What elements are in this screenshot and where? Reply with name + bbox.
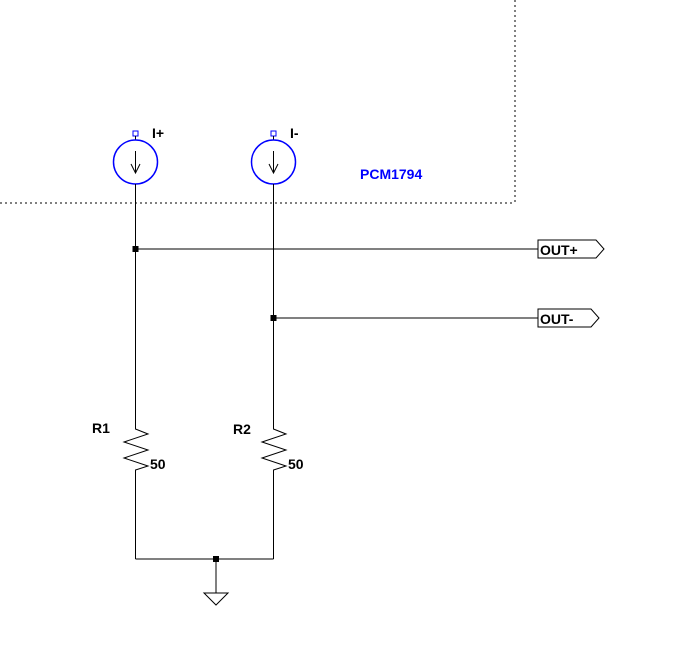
resistor-value-r2: 50: [288, 456, 304, 472]
current-source-i-minus: [250, 130, 297, 185]
current-source-i-plus: [112, 130, 159, 185]
chip-label: PCM1794: [360, 166, 422, 182]
junction-dot: [213, 556, 219, 562]
port-label-out-plus: OUT+: [540, 242, 578, 258]
junction-dot: [132, 246, 139, 252]
resistor-ref-r1: R1: [92, 420, 110, 436]
ground-icon: [202, 592, 230, 606]
source-label-i-plus: I+: [152, 125, 164, 141]
arrow-down-icon: [268, 163, 279, 175]
wires: [135, 184, 538, 593]
resistor-value-r1: 50: [150, 456, 166, 472]
resistor-ref-r2: R2: [233, 421, 251, 437]
port-out-plus: OUT+: [537, 239, 605, 259]
arrow-down-icon: [130, 163, 141, 175]
source-label-i-minus: I-: [290, 125, 299, 141]
resistor-r2: [260, 425, 288, 473]
resistor-r1: [122, 425, 150, 473]
port-label-out-minus: OUT-: [540, 311, 574, 327]
port-out-minus: OUT-: [537, 308, 600, 328]
chip-boundary: [0, 0, 516, 204]
junction-dot: [270, 315, 277, 321]
